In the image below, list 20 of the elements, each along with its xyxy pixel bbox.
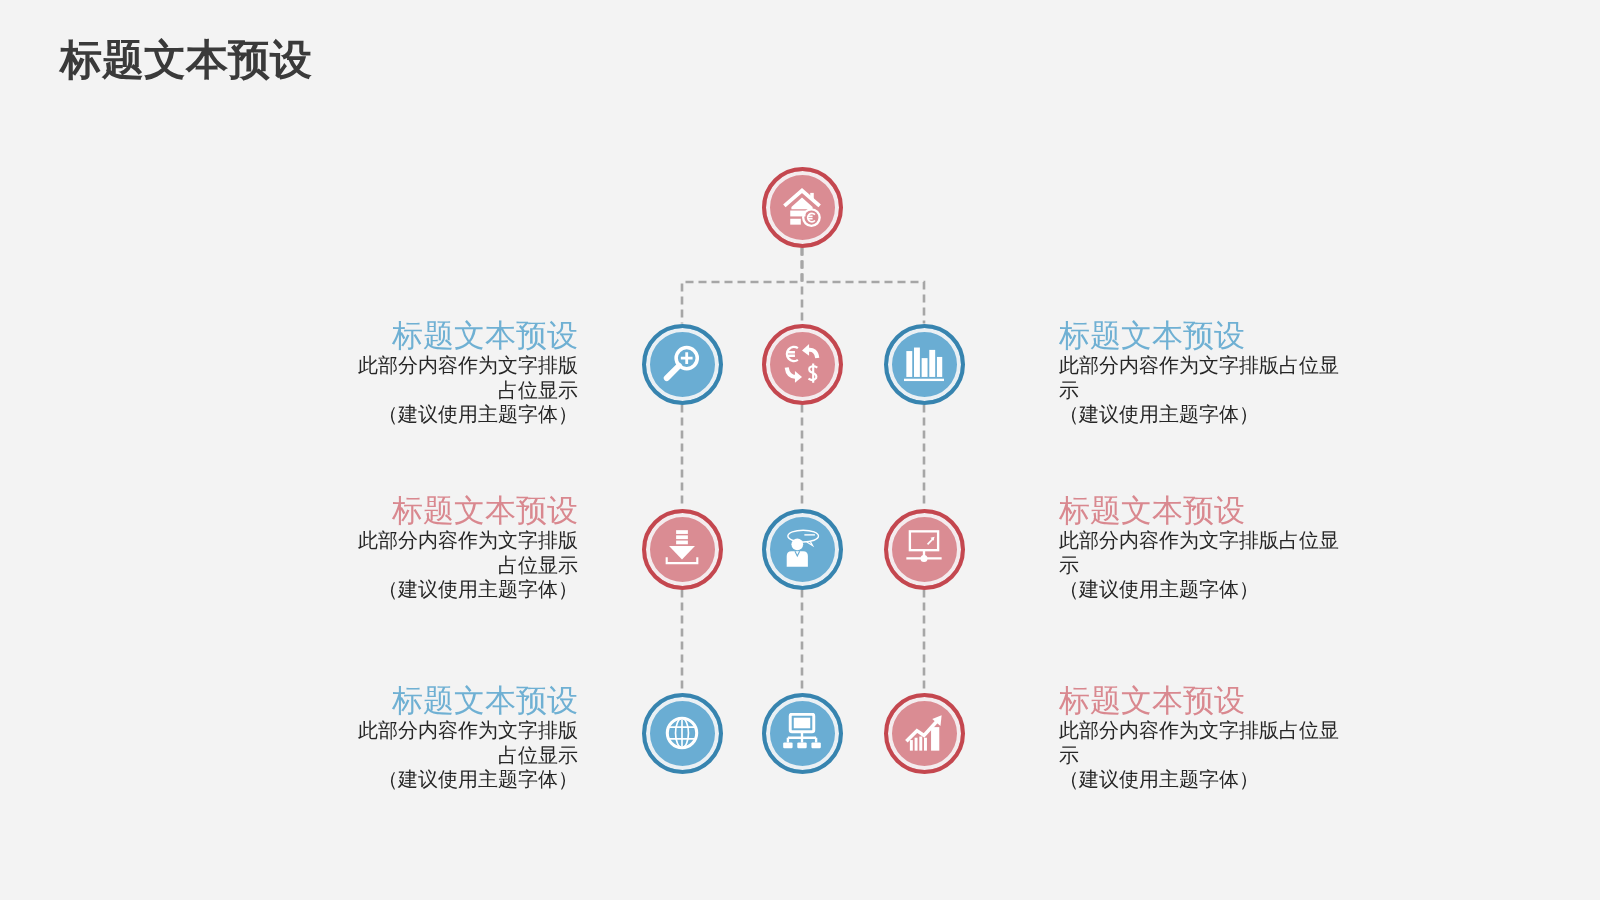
section-heading: 标题文本预设 xyxy=(392,317,578,353)
note-text: （建议使用主题字体） xyxy=(1059,767,1259,792)
section-heading: 标题文本预设 xyxy=(1059,317,1245,353)
note-text: （建议使用主题字体） xyxy=(378,577,578,602)
description-text: 此部分内容作为文字排版占位显示 xyxy=(1059,528,1340,577)
description-text: 此部分内容作为文字排版占位显示 xyxy=(357,718,578,767)
description-text: 此部分内容作为文字排版占位显示 xyxy=(357,353,578,402)
section-heading: 标题文本预设 xyxy=(1059,682,1245,718)
note-text: （建议使用主题字体） xyxy=(378,402,578,427)
note-text: （建议使用主题字体） xyxy=(1059,402,1259,427)
section-heading: 标题文本预设 xyxy=(392,682,578,718)
page-title: 标题文本预设 xyxy=(60,34,312,86)
connector-line xyxy=(800,247,926,324)
description-text: 此部分内容作为文字排版占位显示 xyxy=(357,528,578,577)
note-text: （建议使用主题字体） xyxy=(1059,577,1259,602)
section-heading: 标题文本预设 xyxy=(1059,492,1245,528)
section-heading: 标题文本预设 xyxy=(392,492,578,528)
description-text: 此部分内容作为文字排版占位显示 xyxy=(1059,353,1340,402)
note-text: （建议使用主题字体） xyxy=(378,767,578,792)
description-text: 此部分内容作为文字排版占位显示 xyxy=(1059,718,1340,767)
